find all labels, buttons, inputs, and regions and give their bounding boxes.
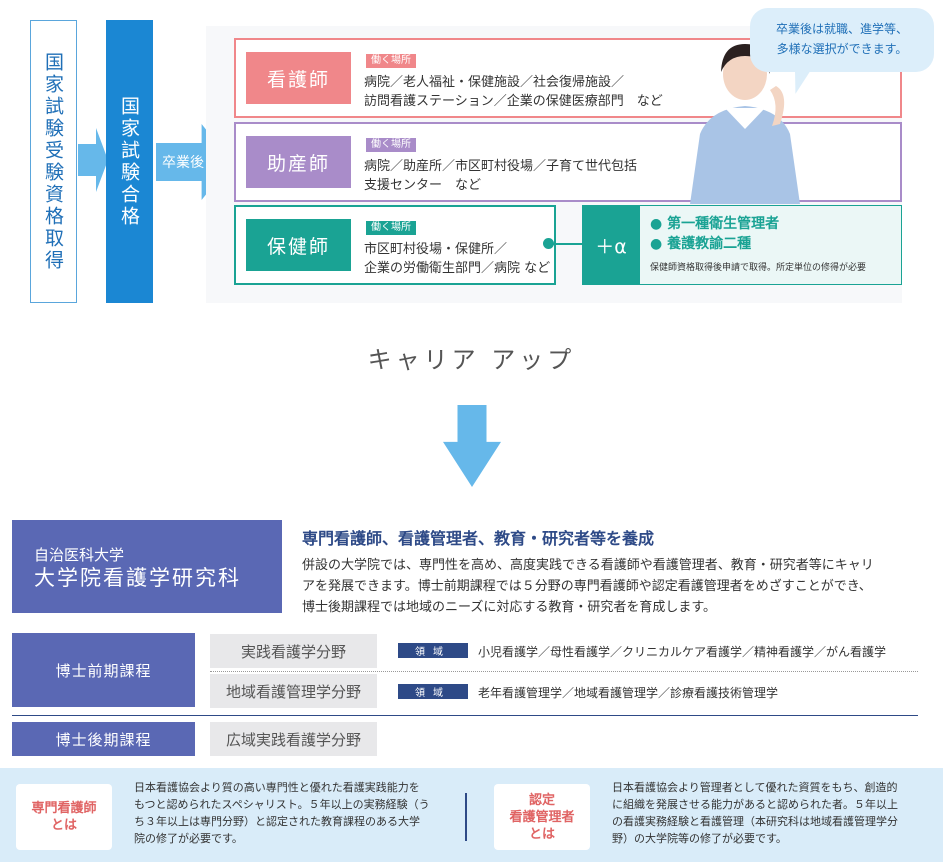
- term-cns-text: 日本看護協会より質の高い専門性と優れた看護実践能力を もつと認められたスペシャリ…: [134, 779, 454, 847]
- plus-alpha-box: ＋α: [582, 205, 640, 285]
- work-place-tag: 働く場所: [366, 54, 416, 68]
- master-course-label: 博士前期課程: [55, 661, 152, 680]
- bullet-icon: ●: [650, 236, 663, 252]
- intro-line: 併設の大学院では、専門性を高め、高度実践できる看護師や看護管理者、教育・研究者等…: [302, 558, 874, 573]
- job-title: 助産師: [246, 136, 351, 188]
- intro-title: 専門看護師、看護管理者、教育・研究者等を養成: [302, 529, 655, 548]
- intro-line: アを発展できます。博士前期課程では５分野の専門看護師や認定看護管理者をめざすこと…: [302, 579, 872, 594]
- intro-line: 博士後期課程では地域のニーズに対応する教育・研究者を育成します。: [302, 600, 717, 615]
- job-public-health-nurse: 保健師 働く場所 市区町村役場・保健所／ 企業の労働衛生部門／病院 など: [234, 205, 556, 285]
- term-label-line: 専門看護師: [31, 801, 97, 816]
- bubble-line: 卒業後は就職、進学等、: [775, 22, 908, 36]
- dotted-divider: [210, 671, 918, 672]
- term-cnm: 認定 看護管理者 とは: [494, 784, 590, 850]
- work-place-tag: 働く場所: [366, 221, 416, 235]
- term-text-line: 日本看護協会より質の高い専門性と優れた看護実践能力を: [134, 781, 420, 794]
- job-title: 保健師: [246, 219, 351, 271]
- area-tag: 領域: [398, 684, 468, 699]
- master-course: 博士前期課程: [12, 633, 195, 707]
- work-line: 企業の労働衛生部門／病院 など: [364, 261, 551, 276]
- work-line: 支援センター など: [364, 178, 482, 193]
- bubble-line: 多様な選択ができます。: [776, 42, 908, 56]
- term-text-line: 日本看護協会より管理者として優れた資質をもち、創造的: [612, 781, 898, 794]
- term-label-line: 看護管理者: [509, 809, 575, 825]
- vertical-divider: [465, 793, 467, 841]
- university-name: 自治医科大学: [34, 546, 125, 564]
- alpha-item: ● 第一種衛生管理者: [650, 214, 891, 234]
- field-name: 広域実践看護学分野: [225, 730, 361, 749]
- qualification-box: 国家試験受験資格取得: [30, 20, 77, 303]
- qualification-text: 国家試験受験資格取得: [42, 51, 64, 272]
- work-place-text: 病院／助産所／市区町村役場／子育て世代包括 支援センター など: [364, 157, 694, 195]
- flow-arrow-1: [78, 128, 108, 192]
- term-text-line: の看護実務経験と看護管理（本研究科は地域看護管理学分: [612, 815, 898, 828]
- work-line: 市区町村役場・保健所／: [364, 242, 508, 257]
- term-label: 認定 看護管理者 とは: [509, 792, 574, 843]
- plus-alpha-label: ＋α: [595, 235, 627, 258]
- work-line: 訪問看護ステーション／企業の保健医療部門 など: [364, 94, 663, 109]
- term-label-line: とは: [528, 826, 555, 842]
- area-tag-label: 領域: [415, 647, 451, 658]
- work-line: 病院／助産所／市区町村役場／子育て世代包括: [364, 159, 638, 174]
- pass-text: 国家試験合格: [118, 95, 140, 228]
- connector-dot: [543, 238, 554, 249]
- work-place-text: 病院／老人福祉・保健施設／社会復帰施設／ 訪問看護ステーション／企業の保健医療部…: [364, 73, 694, 111]
- field-practice: 実践看護学分野: [210, 634, 377, 668]
- intro-text: 併設の大学院では、専門性を高め、高度実践できる看護師や看護管理者、教育・研究者等…: [302, 555, 922, 618]
- term-label-line: 認定: [528, 792, 555, 808]
- job-title: 看護師: [246, 52, 351, 104]
- university-box: 自治医科大学 大学院看護学研究科: [12, 520, 282, 613]
- work-place-text: 市区町村役場・保健所／ 企業の労働衛生部門／病院 など: [364, 240, 694, 278]
- term-text-line: 院の修了が必要です。: [134, 832, 243, 845]
- speech-bubble: 卒業後は就職、進学等、 多様な選択ができます。: [750, 8, 934, 72]
- course-divider: [12, 715, 918, 716]
- term-label: 専門看護師 とは: [31, 800, 96, 834]
- bullet-icon: ●: [650, 216, 663, 232]
- definitions-panel: [0, 768, 943, 862]
- pass-box: 国家試験合格: [106, 20, 153, 303]
- term-text-line: もつと認められたスペシャリスト。５年以上の実務経験（う: [134, 798, 430, 811]
- field-community: 地域看護管理学分野: [210, 674, 377, 708]
- area-list: 小児看護学／母性看護学／クリニカルケア看護学／精神看護学／がん看護学: [478, 645, 887, 659]
- plus-alpha-detail: ● 第一種衛生管理者 ● 養護教諭二種 保健師資格取得後申請で取得。所定単位の修…: [640, 205, 902, 285]
- career-up-text: キャリア アップ: [367, 346, 576, 374]
- doctor-course-label: 博士後期課程: [55, 730, 152, 749]
- work-line: 病院／老人福祉・保健施設／社会復帰施設／: [364, 75, 625, 90]
- work-place-tag: 働く場所: [366, 138, 416, 152]
- term-cnm-text: 日本看護協会より管理者として優れた資質をもち、創造的 に組織を発展させる能力があ…: [612, 779, 932, 847]
- area-tag: 領域: [398, 643, 468, 658]
- alpha-item-text: 第一種衛生管理者: [667, 216, 780, 232]
- term-cns: 専門看護師 とは: [16, 784, 112, 850]
- connector-line: [548, 243, 582, 245]
- alpha-note: 保健師資格取得後申請で取得。所定単位の修得が必要: [650, 263, 867, 273]
- field-wide-practice: 広域実践看護学分野: [210, 722, 377, 756]
- alpha-item: ● 養護教諭二種: [650, 234, 891, 254]
- doctor-course: 博士後期課程: [12, 722, 195, 756]
- field-name: 実践看護学分野: [240, 642, 346, 661]
- alpha-item-text: 養護教諭二種: [667, 236, 752, 252]
- after-graduation-label: 卒業後: [162, 155, 204, 171]
- term-text-line: に組織を発展させる能力があると認められた者。５年以上: [612, 798, 898, 811]
- term-text-line: ち３年以上は専門分野）と認定された教育課程のある大学: [134, 815, 420, 828]
- term-label-line: とは: [50, 818, 77, 833]
- down-arrow: [443, 405, 501, 487]
- term-text-line: 野）の大学院等の修了が必要です。: [612, 832, 787, 845]
- area-tag-label: 領域: [415, 688, 451, 699]
- graduate-school-name: 大学院看護学研究科: [34, 566, 241, 590]
- field-name: 地域看護管理学分野: [225, 682, 361, 701]
- area-list: 老年看護管理学／地域看護管理学／診療看護技術管理学: [478, 686, 779, 700]
